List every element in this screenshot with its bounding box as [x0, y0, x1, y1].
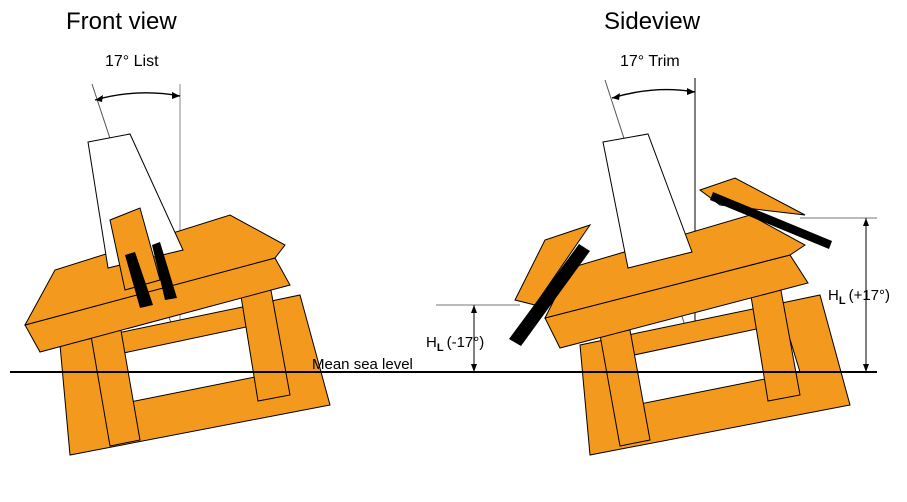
hl-negative-dimension: HL(-17°) [426, 304, 520, 372]
hl-positive-label: HL(+17°) [828, 287, 890, 307]
side-view-group: Sideview 17° Trim [509, 8, 851, 456]
front-view-group: Front view 17° List [24, 8, 331, 456]
front-view-title: Front view [66, 8, 177, 35]
side-left-cantilever-arm [509, 244, 590, 346]
front-angle-arrow-left [95, 95, 103, 102]
hl-negative-arrow-bottom [471, 364, 477, 372]
mean-sea-level-label: Mean sea level [312, 356, 413, 373]
front-derrick-leg-right [152, 242, 177, 300]
hl-negative-arrow-top [471, 305, 477, 313]
front-angle-arrow-right [172, 92, 180, 99]
hl-positive-arrow-bottom [863, 364, 869, 372]
side-view-title: Sideview [604, 8, 701, 35]
hl-positive-dimension: HL(+17°) [800, 217, 890, 372]
hl-negative-label: HL(-17°) [426, 334, 484, 354]
front-derrick [87, 133, 184, 269]
side-angle-arrow-left [612, 93, 620, 100]
front-derrick-leg-left [125, 252, 153, 308]
hl-positive-arrow-top [863, 218, 869, 226]
front-angle-arc [94, 92, 181, 101]
side-angle-arc [611, 88, 696, 99]
side-left-cantilever [514, 224, 592, 306]
side-trim-angle-label: 17° Trim [620, 53, 680, 70]
side-angle-arrow-right [687, 88, 695, 95]
side-right-cantilever-arm [710, 192, 832, 249]
front-derrick-base [109, 207, 161, 291]
front-list-angle-label: 17° List [105, 53, 159, 70]
side-derrick [602, 133, 693, 269]
